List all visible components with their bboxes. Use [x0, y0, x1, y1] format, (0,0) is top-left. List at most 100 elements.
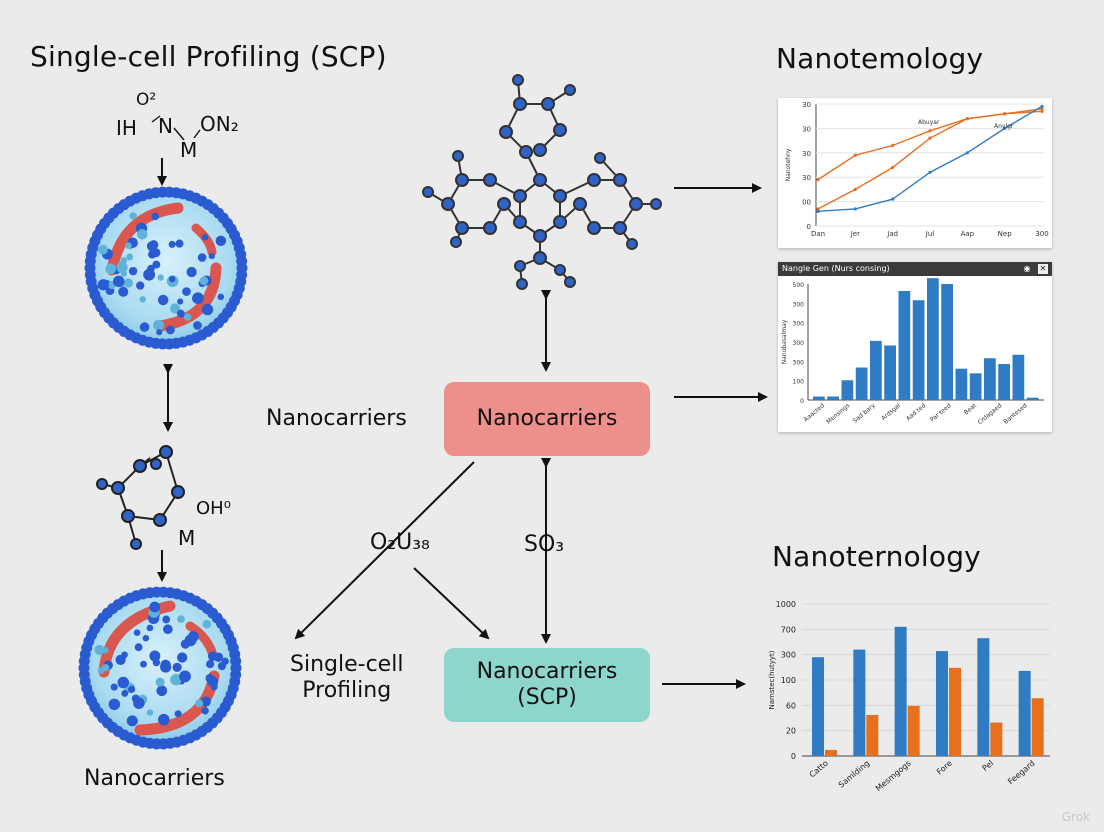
cell-dot: [200, 696, 211, 707]
cell-dot: [157, 294, 169, 306]
y-tick-label: 20: [786, 727, 796, 736]
bar: [927, 278, 939, 400]
bar: [866, 714, 879, 756]
y-tick-label: 500: [793, 282, 805, 289]
x-tick-label: Ardsgal: [880, 402, 902, 422]
series-point: [928, 129, 932, 133]
title-nanotemology: Nanotemology: [776, 42, 984, 75]
cell-dot: [113, 275, 125, 288]
window-minimize-icon[interactable]: ◉: [1023, 264, 1031, 273]
series-point: [853, 207, 857, 211]
bar: [955, 368, 968, 400]
y-tick-label: 300: [781, 651, 796, 660]
cell-dot: [169, 303, 181, 314]
cell-dot: [121, 689, 129, 697]
cell-dot: [142, 634, 150, 642]
y-tick-label: 0: [807, 223, 811, 231]
cell-dot: [177, 298, 184, 305]
x-tick-label: Aap: [961, 230, 975, 238]
cell-dot: [136, 281, 145, 290]
bar: [949, 667, 961, 756]
cell-dot: [128, 266, 138, 276]
x-tick-label: Jul: [925, 230, 935, 238]
y-tick-label: 300: [793, 301, 805, 308]
series-point: [853, 187, 857, 191]
box-nanocarriers: Nanocarriers: [444, 382, 650, 456]
cell-dot: [201, 234, 209, 241]
bar: [990, 722, 1003, 756]
cell-dot: [230, 655, 242, 667]
series-point: [816, 178, 820, 182]
series-point: [928, 170, 932, 174]
cell-dot: [201, 303, 214, 316]
cell-dot: [197, 253, 207, 262]
cell-dot: [125, 242, 132, 249]
chem-m-mid: M: [178, 526, 196, 550]
cell-dot: [156, 329, 163, 336]
bar: [812, 657, 824, 756]
series-point: [1040, 109, 1044, 113]
cell-dot: [149, 601, 161, 613]
cell-dot: [133, 629, 141, 637]
cell-dot: [117, 676, 130, 689]
chem-m: M: [180, 138, 198, 162]
label-so3: SO₃: [524, 532, 565, 557]
cell-dot: [139, 296, 146, 303]
bar: [984, 358, 996, 400]
cell-dot: [186, 266, 197, 278]
y-tick-label: 30: [802, 150, 811, 158]
box-scp-line2: (SCP): [517, 685, 577, 710]
chem-ih: IH: [116, 116, 137, 140]
cell-dot: [193, 321, 202, 330]
bar: [894, 626, 907, 756]
cell-dot: [206, 660, 215, 669]
x-tick-label: Mesmgogs: [874, 759, 913, 794]
cell-dot: [157, 274, 164, 281]
y-tick-label: 1000: [776, 600, 796, 609]
cell-dot: [177, 615, 185, 623]
x-tick-label: Fore: [935, 759, 954, 777]
cell-dot: [151, 212, 159, 221]
cell-dot: [162, 615, 171, 624]
series-point: [1040, 104, 1044, 109]
x-tick-label: Sad bary: [852, 402, 877, 425]
box-nanocarriers-label: Nanocarriers: [476, 406, 618, 431]
cell-dot: [158, 713, 170, 726]
y-axis-label: Nanotehny: [785, 148, 792, 181]
y-axis-label: Nanobasalmay: [781, 319, 788, 364]
cell-dot: [94, 644, 105, 655]
box-scp-line1: Nanocarriers: [476, 659, 618, 684]
bar: [1026, 397, 1039, 400]
y-axis-label: Namstec(hutyyt): [768, 650, 776, 709]
cell-dot: [213, 652, 224, 662]
cell-dot: [201, 706, 209, 715]
cell-dot: [217, 293, 225, 301]
chem-on2: ON₂: [200, 112, 239, 136]
cell-dot: [172, 662, 182, 673]
window-close-icon[interactable]: ✕: [1038, 264, 1048, 274]
cell-dot: [110, 683, 118, 691]
cell-dot: [163, 624, 173, 635]
title-single-cell-profiling: Single-cell Profiling (SCP): [30, 40, 387, 73]
bar-chart-window-title: Nangle Gen (Nurs consing): [778, 262, 1052, 276]
cell-dot: [168, 275, 176, 283]
y-tick-label: 300: [793, 359, 805, 366]
bar: [825, 749, 837, 756]
bar: [898, 290, 911, 400]
cell-dot: [140, 660, 147, 668]
bar: [1031, 698, 1044, 756]
chem-oho: OH⁰: [196, 498, 231, 519]
bar: [1018, 670, 1031, 756]
bar: [813, 396, 825, 400]
cell-dot: [143, 268, 156, 281]
box-nanocarriers-scp: Nanocarriers (SCP): [444, 648, 650, 722]
series-point: [891, 165, 895, 170]
cell-dot: [102, 647, 109, 654]
cell-dot: [179, 670, 191, 683]
x-tick-label: Aaacted: [803, 402, 826, 423]
chem-o2: O²: [136, 90, 157, 110]
cell-dot: [146, 709, 154, 716]
arrow-center-to-single-cell: [294, 461, 475, 640]
